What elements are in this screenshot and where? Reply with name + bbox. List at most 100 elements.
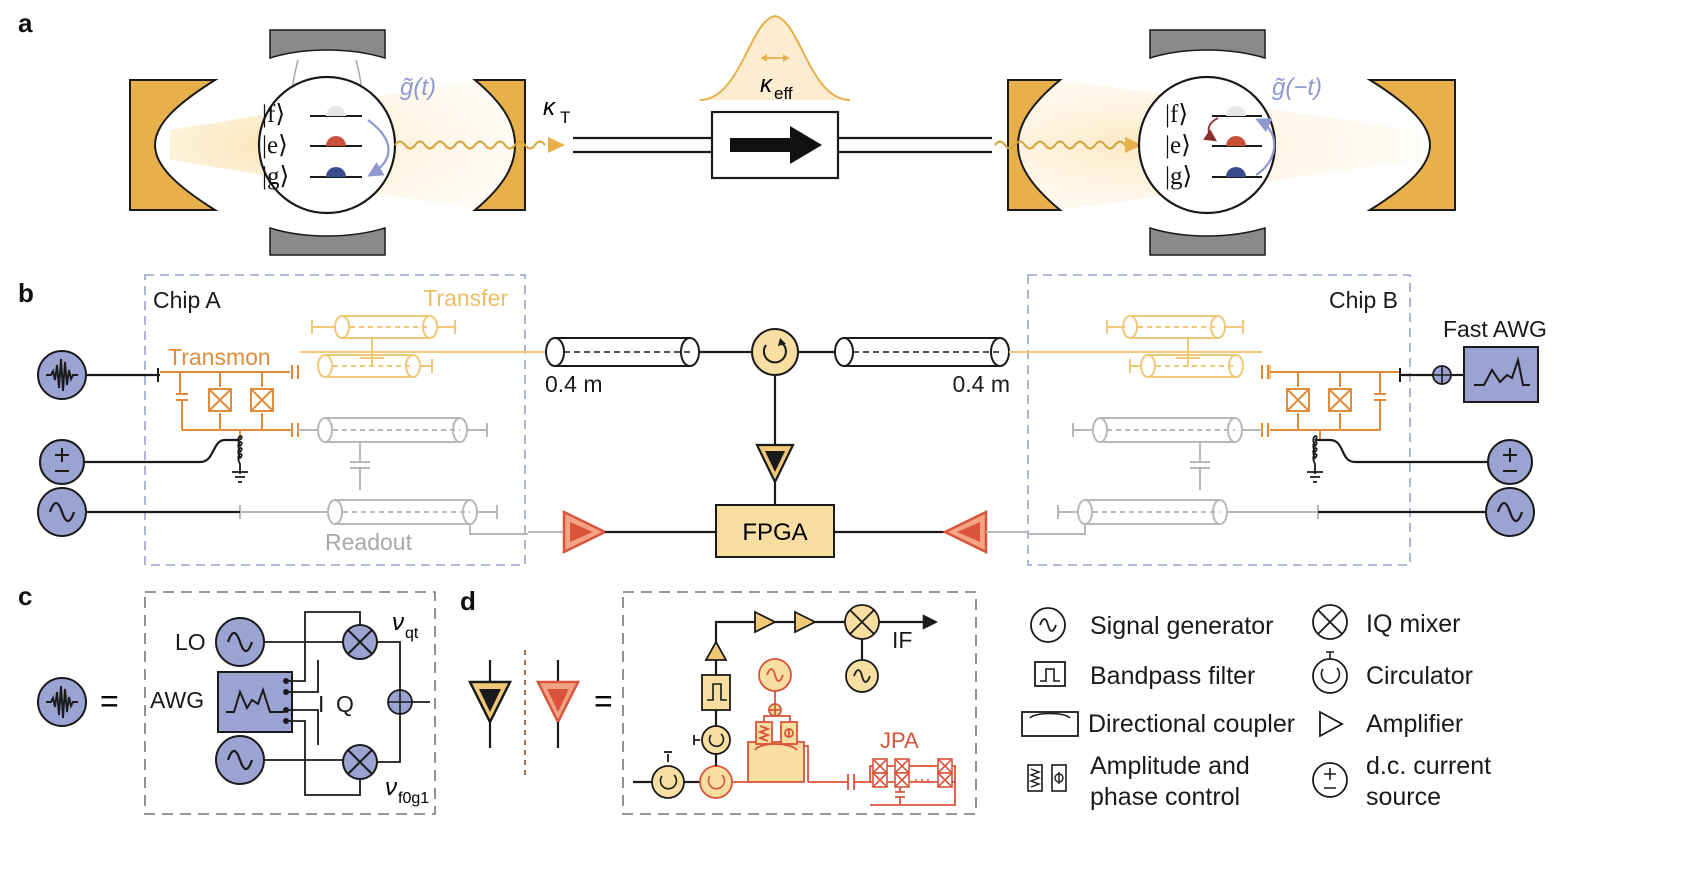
nu-f0g1-sub: f0g1	[398, 790, 429, 807]
fast-awg-box	[1463, 346, 1539, 403]
pulse-source-icon	[37, 350, 87, 400]
emitted-photon-wave	[394, 140, 546, 150]
panel-label-c: c	[18, 581, 32, 611]
ket-f-left: |f⟩	[262, 101, 285, 128]
chip-b-transfer-resonators	[1028, 315, 1271, 379]
transfer-label: Transfer	[423, 285, 508, 311]
raman-arrow-right	[1255, 118, 1276, 176]
flux-coil-right	[1307, 435, 1323, 483]
dc-source-right-icon	[1487, 439, 1533, 485]
kappa-eff-label: κ	[760, 71, 774, 98]
legend-label-6: Amplifier	[1366, 710, 1463, 738]
fast-awg-label: Fast AWG	[1443, 316, 1547, 342]
nu-f0g1-label: ν	[385, 774, 397, 801]
chip-b-readout	[1028, 417, 1319, 535]
if-label: IF	[892, 627, 912, 653]
legend-circulator: Circulator	[1312, 651, 1473, 694]
bandpass-filter-icon	[1034, 661, 1066, 687]
level-f-ghost	[326, 106, 346, 116]
ket-e-left: |e⟩	[262, 132, 288, 159]
ket-f-right: |f⟩	[1165, 101, 1188, 128]
coax-left	[525, 337, 752, 367]
receiver-bottom-mirror	[1149, 226, 1266, 256]
panel-c-wiring	[264, 611, 430, 796]
flux-coil-left	[232, 435, 248, 483]
legend-label-3b: phase control	[1090, 783, 1240, 811]
legend-label-0: Signal generator	[1090, 612, 1273, 640]
transmon-label: Transmon	[168, 344, 271, 370]
legend-label-4: IQ mixer	[1366, 610, 1460, 638]
coax-left-length: 0.4 m	[545, 371, 603, 397]
chip-b-label: Chip B	[1329, 287, 1398, 313]
legend-label-2: Directional coupler	[1088, 710, 1295, 738]
jpa-pump-chain	[747, 658, 956, 806]
chip-a-label: Chip A	[153, 287, 221, 313]
amplitude-phase-control-icon	[1027, 764, 1067, 792]
receiver-left-mirror	[1007, 79, 1063, 211]
circulator-mid	[701, 725, 731, 755]
iq-mixer-top-icon	[342, 624, 378, 660]
nu-qt-sub: qt	[405, 625, 419, 642]
chip-a-transfer-resonators	[291, 315, 530, 379]
nu-qt-label: ν	[392, 609, 404, 636]
chip-a-transmon	[160, 365, 299, 440]
lo-label: LO	[175, 629, 206, 655]
emitter-top-mirror	[269, 29, 386, 60]
absorbed-photon-wave	[994, 140, 1126, 150]
kappa-t-sub: T	[560, 108, 570, 127]
panel-d-equals: =	[594, 683, 613, 719]
raman-arrow-left	[367, 119, 390, 177]
coax-right	[798, 337, 1028, 367]
dc-source-left-icon	[39, 439, 85, 485]
jpa-label: JPA	[880, 728, 919, 753]
emitter-left-mirror	[129, 79, 219, 211]
legend-label-7b: source	[1366, 783, 1441, 811]
legend-directional-coupler: Directional coupler	[1021, 710, 1295, 738]
amp-d-2	[754, 610, 778, 634]
legend-label-3: Amplitude and	[1090, 752, 1250, 780]
circulator-icon	[1312, 658, 1348, 694]
readout-source-left-icon	[36, 486, 88, 538]
amp-d-1	[704, 640, 728, 661]
kappa-t-label: κ	[543, 94, 557, 121]
emitter-bottom-mirror	[269, 226, 386, 256]
legend: Signal generator Bandpass filter Directi…	[1021, 604, 1491, 811]
fpga-label: FPGA	[742, 519, 807, 546]
panel-c-box	[144, 591, 436, 815]
amp-d-3	[794, 610, 818, 634]
kappa-eff-sub: eff	[774, 84, 793, 103]
legend-label-1: Bandpass filter	[1090, 662, 1255, 690]
transmission-line-a	[573, 136, 992, 154]
circulator-jpa	[699, 765, 733, 799]
panel-label-a: a	[18, 8, 33, 38]
legend-amplitude-phase: Amplitude and phase control	[1027, 752, 1250, 811]
readout-source-right-icon	[1484, 486, 1536, 538]
panel-label-b: b	[18, 278, 34, 308]
receiver-node: |f⟩ |e⟩ |g⟩ g̃(−t)	[994, 29, 1456, 256]
coax-right-length: 0.4 m	[952, 371, 1010, 397]
legend-amplifier: Amplifier	[1319, 710, 1463, 738]
emitted-photon-arrowhead	[548, 137, 565, 153]
panel-c-equals: =	[100, 683, 119, 719]
q-label: Q	[336, 691, 354, 717]
level-e-population	[326, 136, 346, 146]
awg-label: AWG	[150, 687, 204, 713]
legend-label-5: Circulator	[1366, 662, 1473, 690]
level-g-population	[326, 167, 346, 177]
ket-g-right: |g⟩	[1165, 163, 1192, 190]
chip-b-box	[1027, 274, 1411, 566]
chip-a-readout	[239, 417, 528, 535]
coupling-right-label: g̃(−t)	[1272, 74, 1322, 101]
circulator-in	[651, 765, 685, 799]
legend-dc-source: d.c. current source	[1312, 752, 1491, 811]
chip-a-box	[144, 274, 526, 566]
kappa-eff-lineshape: κ eff	[699, 14, 851, 103]
legend-label-7: d.c. current	[1366, 752, 1491, 780]
lo-source-icon	[214, 616, 266, 668]
readout-label: Readout	[325, 529, 413, 555]
fpga-box	[715, 504, 835, 558]
lo-source-2-icon	[214, 734, 266, 786]
pulse-source-def-icon	[37, 677, 87, 727]
awg-box	[217, 671, 293, 733]
